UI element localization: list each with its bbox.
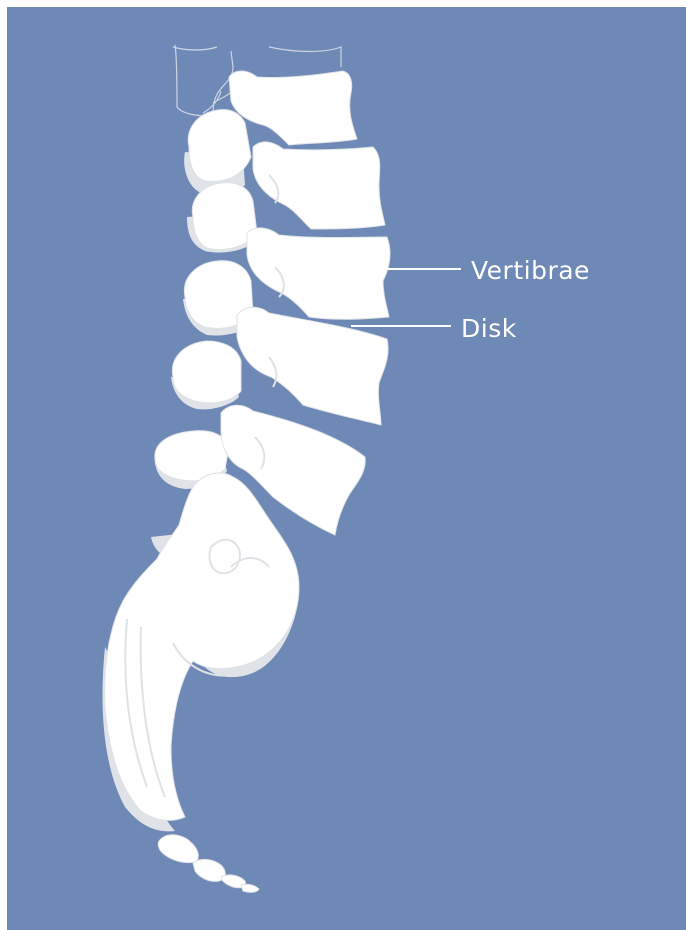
- vertebra-l1: [188, 110, 251, 182]
- vertibrae-label: Vertibrae: [471, 258, 590, 283]
- spine-diagram: Vertibrae Disk: [7, 7, 686, 930]
- lumbar-spine-illustration: [7, 7, 686, 930]
- vertebra-l4: [172, 341, 241, 403]
- disk-label: Disk: [461, 316, 517, 341]
